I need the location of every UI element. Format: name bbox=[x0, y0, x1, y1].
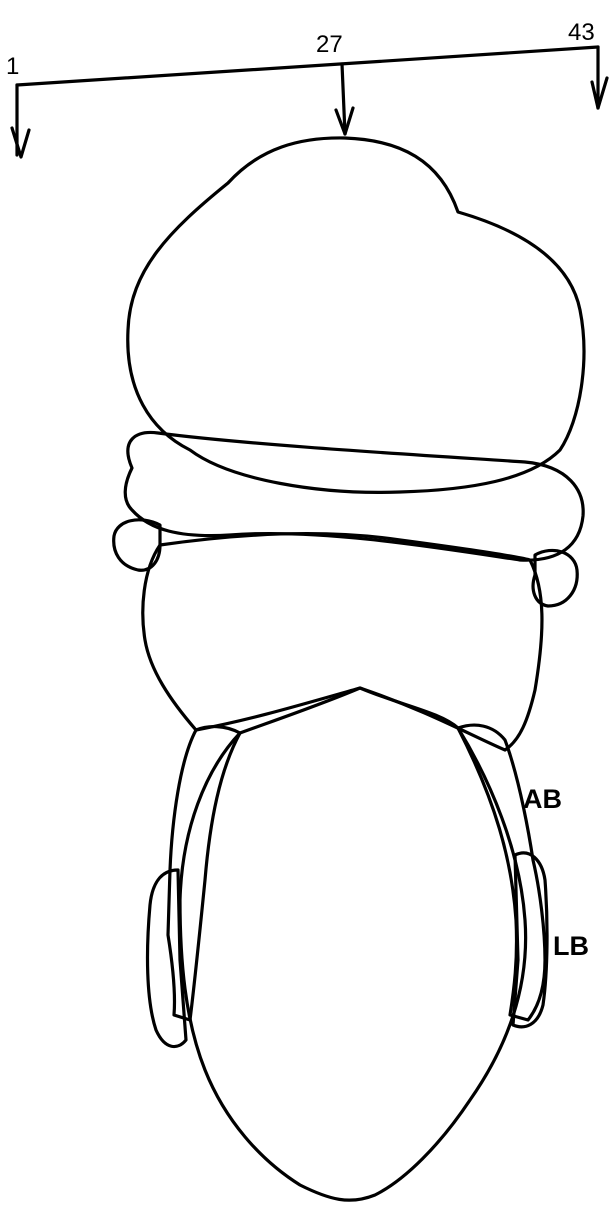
scale-tick-label-27: 27 bbox=[316, 31, 343, 58]
upper-lobe bbox=[128, 138, 584, 492]
label-lb: LB bbox=[553, 931, 589, 961]
right-appendage-band bbox=[458, 725, 545, 1020]
lower-body bbox=[180, 688, 526, 1200]
scale-line bbox=[17, 47, 598, 85]
section-scale: 1 27 43 bbox=[6, 19, 607, 157]
scale-tick-label-43: 43 bbox=[568, 19, 595, 46]
scale-arrow-left bbox=[12, 128, 29, 157]
label-ab: AB bbox=[523, 784, 562, 814]
scale-tick-label-1: 1 bbox=[6, 53, 19, 80]
left-lateral-knob bbox=[114, 520, 160, 570]
middle-lobe bbox=[143, 534, 542, 750]
